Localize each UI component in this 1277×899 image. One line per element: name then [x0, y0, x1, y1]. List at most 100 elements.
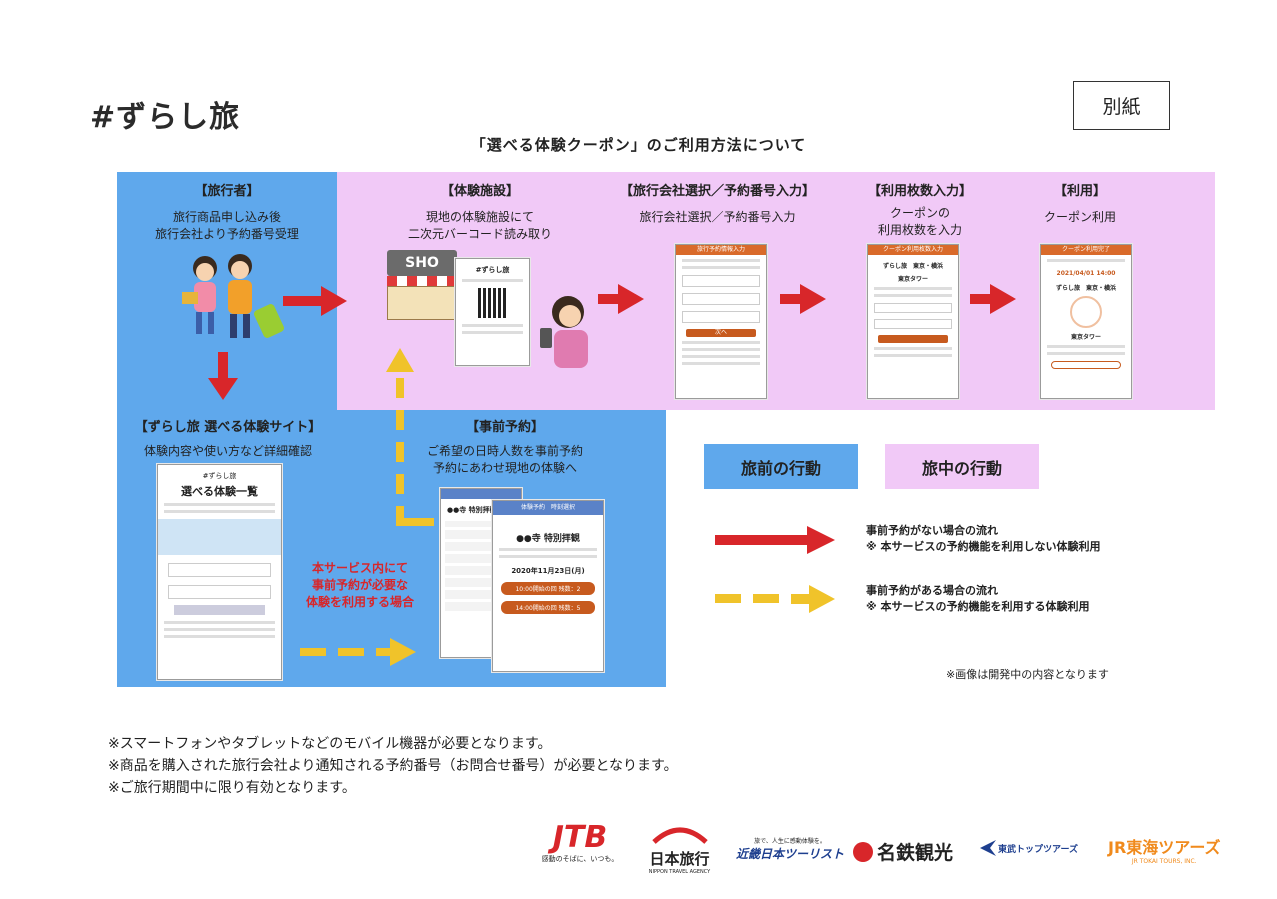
image-note: ※画像は開発中の内容となります [946, 668, 1109, 681]
step-text: 体験内容や使い方など詳細確認 [143, 444, 312, 458]
reserve-date: 2020年11月23日(月) [511, 567, 585, 575]
red-arrow-right [970, 284, 1016, 314]
site-guide-banner [158, 519, 281, 555]
search-button[interactable] [174, 605, 265, 615]
jtb-tagline: 感動のそばに、いつも。 [541, 855, 619, 863]
nta-logo: 日本旅行 NIPPON TRAVEL AGENCY [632, 822, 727, 875]
step-text: 旅行会社より予約番号受理 [155, 227, 299, 241]
qr-poster: #ずらし旅 [455, 258, 530, 366]
plan-name: ずらし旅 東京・横浜 [882, 263, 943, 270]
tobu-name: 東武トップツアーズ [998, 844, 1079, 855]
jrtokai-logo: JR東海ツアーズ JR TOKAI TOURS, INC. [1108, 834, 1221, 865]
jtb-logo: JTB 感動のそばに、いつも。 [535, 822, 625, 864]
step-heading: 【体験施設】 [440, 184, 519, 199]
site-title: 選べる体験一覧 [181, 485, 258, 498]
legend-during-trip: 旅中の行動 [885, 444, 1039, 489]
legend-yellow-arrow [715, 585, 835, 613]
poster-logo: #ずらし旅 [475, 266, 510, 274]
count-phone-screen: クーポン利用枚数入力 ずらし旅 東京・横浜 東京タワー [867, 244, 959, 399]
legend-reserve: 事前予約がある場合の流れ ※ 本サービスの予約機能を利用する体験利用 [866, 583, 1090, 615]
shop-illustration: SHO [387, 250, 457, 320]
step-reserve: 【事前予約】 ご希望の日時人数を事前予約 予約にあわせ現地の体験へ [420, 416, 590, 477]
note-line: 体験を利用する場合 [305, 595, 414, 609]
step-facility: 【体験施設】 現地の体験施設にて 二次元バーコード読み取り [390, 180, 570, 243]
bottom-notes: ※スマートフォンやタブレットなどのモバイル機器が必要となります。 ※商品を購入さ… [108, 733, 678, 799]
knt-name: 近畿日本ツーリスト [735, 847, 844, 861]
area-select[interactable] [168, 563, 271, 577]
knt-logo: 旅で、人生に感動体験を。 近畿日本ツーリスト [735, 836, 845, 862]
step-heading: 【利用枚数入力】 [867, 184, 972, 199]
nta-arc-icon [651, 827, 708, 844]
next-button[interactable]: 次へ [686, 329, 756, 337]
place-name: 東京タワー [1070, 334, 1101, 341]
plan-name: ずらし旅 東京・横浜 [1055, 285, 1116, 292]
calendar-place: ●●寺 特別拝観 [447, 506, 497, 514]
legend-line: 事前予約がない場合の流れ [866, 524, 998, 537]
reserve-place: ●●寺 特別拝観 [516, 534, 580, 544]
legend-no-reserve: 事前予約がない場合の流れ ※ 本サービスの予約機能を利用しない体験利用 [866, 523, 1101, 555]
place-name: 東京タワー [897, 276, 928, 283]
screen-bar: 体験予約 時刻選択 [493, 501, 603, 515]
red-arrows [208, 284, 1016, 400]
note-line: 本サービス内にて [311, 561, 408, 575]
screen-bar: クーポン利用完了 [1041, 245, 1131, 255]
screen-bar [441, 489, 521, 499]
red-arrow-down [208, 352, 238, 400]
legend-line: 事前予約がある場合の流れ [866, 584, 998, 597]
betsu-label: 別紙 [1073, 81, 1170, 130]
step-text: 利用枚数を入力 [877, 223, 962, 237]
jrtokai-name: JR東海ツアーズ [1108, 838, 1221, 857]
qr-code [477, 288, 508, 318]
note-line: ※ご旅行期間中に限り有効となります。 [108, 780, 356, 796]
note-line: ※商品を購入された旅行会社より通知される予約番号（お問合せ番号）が必要となります… [108, 758, 678, 774]
note-line: ※スマートフォンやタブレットなどのモバイル機器が必要となります。 [108, 736, 552, 752]
travelers-illustration [182, 254, 284, 338]
time-slot-button[interactable]: 10:00開始の回 残数：2 [501, 582, 595, 595]
tobu-logo: 東武トップツアーズ [980, 840, 1078, 856]
red-arrow-right [283, 286, 347, 316]
step-heading: 【旅行者】 [194, 184, 260, 199]
nta-sub: NIPPON TRAVEL AGENCY [648, 869, 711, 875]
step-heading: 【利用】 [1053, 184, 1106, 199]
step-heading: 【旅行会社選択／予約番号入力】 [619, 184, 815, 199]
step-traveler: 【旅行者】 旅行商品申し込み後 旅行会社より予約番号受理 [117, 180, 337, 243]
time-select-phone-screen: 体験予約 時刻選択 ●●寺 特別拝観 2020年11月23日(月) 10:00開… [492, 500, 604, 672]
jtb-mark: JTB [552, 820, 608, 855]
shop-sign: SHO [387, 250, 457, 276]
step-heading: 【事前予約】 [465, 420, 544, 435]
time-slot-button[interactable]: 14:00開始の回 残数：5 [501, 601, 595, 614]
scanning-person-illustration [540, 296, 588, 368]
used-stamp [1070, 296, 1102, 328]
step-heading: 【ずらし旅 選べる体験サイト】 [134, 420, 322, 435]
step-text: 予約にあわせ現地の体験へ [432, 461, 577, 475]
legend-before-trip: 旅前の行動 [704, 444, 858, 489]
step-site: 【ずらし旅 選べる体験サイト】 体験内容や使い方など詳細確認 [117, 416, 339, 460]
nta-name: 日本旅行 [649, 850, 710, 868]
red-arrow-right [780, 284, 826, 314]
back-button[interactable] [1051, 361, 1121, 369]
jrtokai-sub: JR TOKAI TOURS, INC. [1131, 858, 1197, 865]
date-select[interactable] [168, 585, 271, 599]
yellow-arrows [300, 348, 434, 666]
step-text: ご希望の日時人数を事前予約 [426, 444, 583, 458]
meitetsu-name: 名鉄観光 [877, 842, 954, 864]
step-text: クーポンの [889, 206, 950, 220]
zurashitabi-logo: #ずらし旅 [90, 100, 241, 135]
service-note: 本サービス内にて 事前予約が必要な 体験を利用する場合 [290, 560, 430, 611]
step-text: 現地の体験施設にて [425, 210, 534, 224]
step-text: 二次元バーコード読み取り [407, 227, 552, 241]
meitetsu-logo: 名鉄観光 [853, 838, 953, 865]
screen-bar: 旅行予約情報入力 [676, 245, 766, 255]
next-button[interactable] [878, 335, 948, 343]
red-arrow-right [598, 284, 644, 314]
step-text: 旅行会社選択／予約番号入力 [639, 210, 796, 224]
step-use: 【利用】 クーポン利用 [1025, 180, 1135, 226]
agency-phone-screen: 旅行予約情報入力 次へ [675, 244, 767, 399]
site-phone-screen: #ずらし旅 選べる体験一覧 [157, 464, 282, 680]
screen-bar: クーポン利用枚数入力 [868, 245, 958, 255]
knt-tagline: 旅で、人生に感動体験を。 [754, 838, 826, 845]
use-date: 2021/04/01 14:00 [1056, 270, 1116, 277]
legend-line: ※ 本サービスの予約機能を利用する体験利用 [866, 600, 1090, 613]
step-text: 旅行商品申し込み後 [172, 210, 281, 224]
